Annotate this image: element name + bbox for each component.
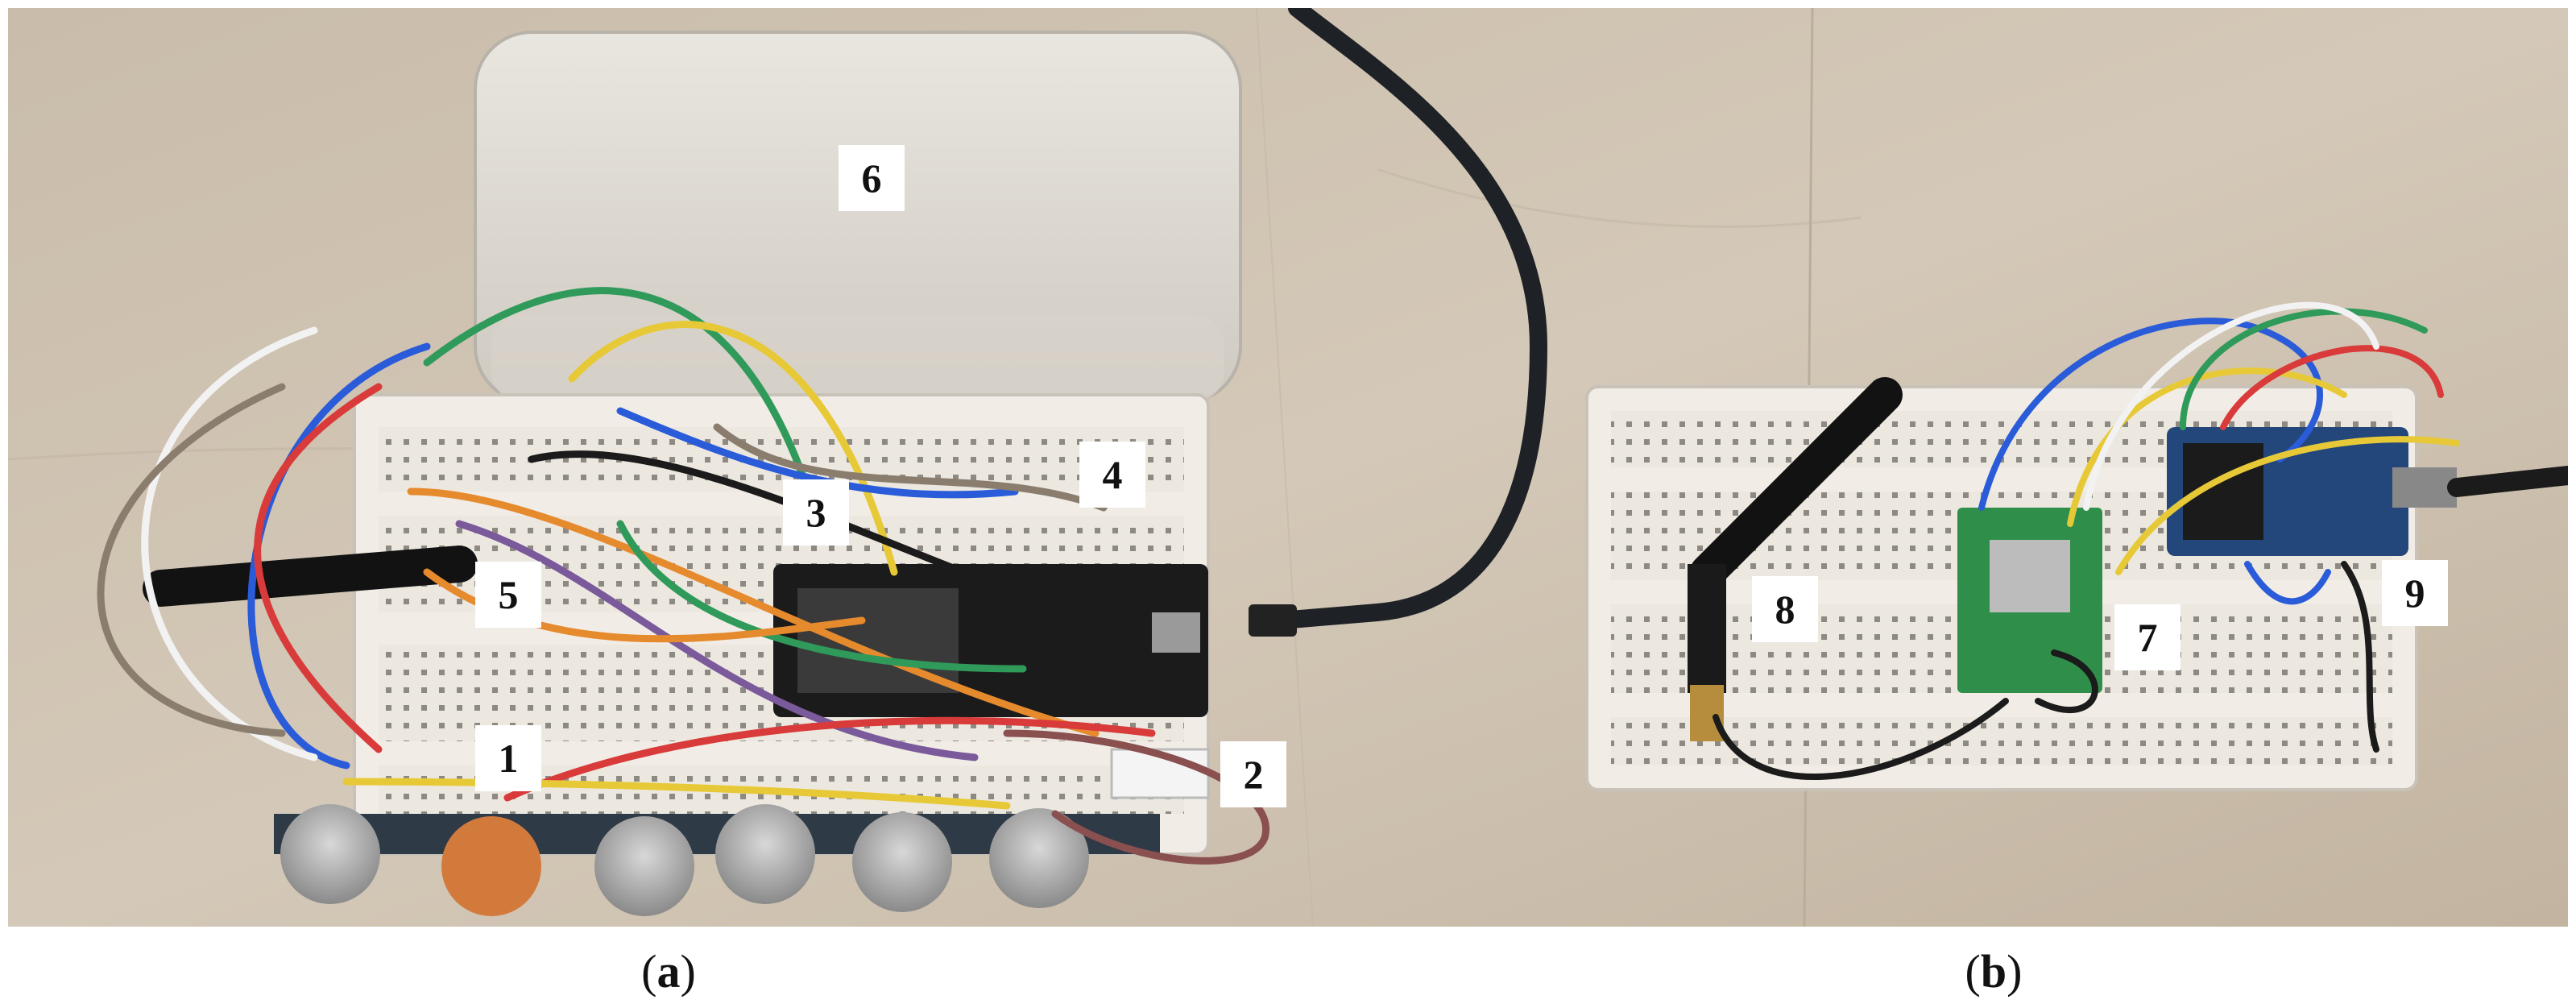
router-box [474, 31, 1242, 405]
caption-panel-b: (b) [1965, 945, 2023, 998]
antenna-left [143, 546, 478, 607]
marker-5: 5 [475, 562, 541, 628]
marker-4: 4 [1079, 442, 1145, 508]
gas-sensor-row [274, 804, 1160, 916]
marker-8: 8 [1752, 576, 1818, 642]
antenna-right [1690, 377, 1903, 590]
caption-panel-a: (a) [641, 945, 696, 998]
photo-illustration [8, 8, 2568, 927]
usb-cable [1272, 8, 1548, 629]
marker-1: 1 [475, 725, 541, 791]
marker-6: 6 [839, 145, 905, 211]
marker-9: 9 [2382, 560, 2448, 626]
hardware-photo [8, 8, 2568, 927]
marker-7: 7 [2114, 604, 2180, 670]
jumper-wires-right [1713, 301, 2460, 781]
marker-2: 2 [1220, 741, 1286, 807]
marker-3: 3 [783, 479, 849, 546]
